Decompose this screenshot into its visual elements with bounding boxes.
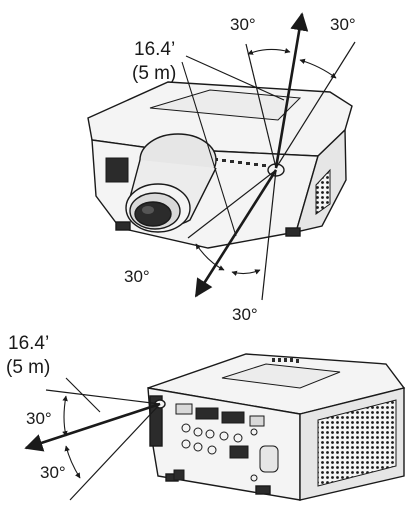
top-distance-meters-label: (5 m) [132, 63, 177, 84]
front-angle-bottom-label: 30° [232, 305, 258, 324]
projector-rear [147, 353, 406, 501]
top-angle-right-label: 30° [330, 15, 356, 34]
projector-front [87, 81, 353, 249]
top-distance-feet-label: 16.4’ [134, 39, 176, 60]
front-angle-left-label: 30° [124, 267, 150, 286]
rear-sensor-range [24, 377, 161, 501]
side-vent-icon [317, 399, 397, 487]
top-angle-left-label: 30° [230, 15, 256, 34]
front-vent-icon [105, 157, 129, 183]
rear-distance-meters-label: (5 m) [6, 357, 51, 378]
rear-distance-feet-label: 16.4’ [8, 333, 50, 354]
rear-angle-top-label: 30° [26, 409, 52, 428]
front-sensor-range [181, 12, 356, 301]
projector-lens-icon [125, 133, 217, 233]
rear-connectors-icon [173, 403, 279, 482]
rear-angle-bottom-label: 30° [40, 463, 66, 482]
